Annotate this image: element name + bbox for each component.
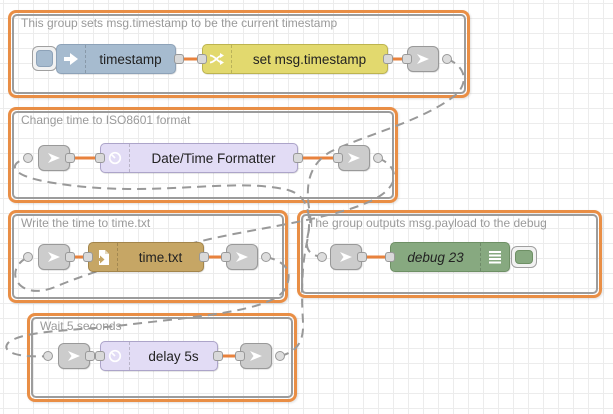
inject-arrow-icon [57,45,86,73]
link-port-g3-out[interactable] [261,252,271,262]
list-icon [480,243,509,271]
node-datetime-formatter[interactable]: Date/Time Formatter [100,143,298,173]
node-label: debug 23 [391,243,480,271]
port-datetime-out[interactable] [293,153,303,163]
node-file-time-txt[interactable]: time.txt [88,242,204,272]
clock-icon [101,144,130,172]
port-change-out[interactable] [383,54,393,64]
group-label: Change time to ISO8601 format [21,113,190,127]
group-label: Write the time to time.txt [21,216,150,230]
group-label: This group sets msg.timestamp to be the … [21,16,337,30]
link-out-icon [347,152,361,164]
link-port-g4-in[interactable] [317,252,327,262]
port-delay-in[interactable] [95,351,105,361]
group-label: The group outputs msg.payload to the deb… [308,216,547,230]
port-linkout-in[interactable] [402,54,412,64]
link-port-g5-in[interactable] [43,351,53,361]
link-out-icon [235,251,249,263]
node-label: Date/Time Formatter [130,144,297,172]
group-label: Wait 5 seconds [40,319,122,333]
clock-icon [101,342,130,370]
port-file-out[interactable] [199,252,209,262]
link-port-g2-in[interactable] [23,153,33,163]
link-port-g3-in[interactable] [23,252,33,262]
link-port-g2-out[interactable] [373,153,383,163]
port-delay-out[interactable] [213,351,223,361]
link-in-icon [47,251,61,263]
inject-button[interactable] [32,46,57,71]
node-delay-5s[interactable]: delay 5s [100,341,218,371]
port-linkout-in[interactable] [221,252,231,262]
link-out-icon [416,53,430,65]
port-change-in[interactable] [197,54,207,64]
port-debug-in[interactable] [385,252,395,262]
port-linkout-in[interactable] [333,153,343,163]
link-port-g5-out[interactable] [275,351,285,361]
node-debug-23[interactable]: debug 23 [390,242,510,272]
port-linkin-out[interactable] [85,351,95,361]
debug-toggle-face [515,250,533,264]
node-label: timestamp [86,45,175,73]
port-linkin-out[interactable] [65,252,75,262]
port-file-in[interactable] [83,252,93,262]
port-linkout-in[interactable] [235,351,245,361]
node-inject-timestamp[interactable]: timestamp [56,44,176,74]
node-label: delay 5s [130,342,217,370]
inject-button-face [36,50,53,67]
link-out-icon [249,350,263,362]
link-in-icon [67,350,81,362]
port-inject-out[interactable] [174,54,184,64]
link-port-g1-out[interactable] [442,54,452,64]
port-linkin-out[interactable] [357,252,367,262]
link-in-icon [339,251,353,263]
link-in-icon [47,152,61,164]
shuffle-icon [203,45,232,73]
node-change-set-timestamp[interactable]: set msg.timestamp [202,44,388,74]
node-label: time.txt [118,243,203,271]
port-linkin-out[interactable] [65,153,75,163]
file-out-icon [89,243,118,271]
node-label: set msg.timestamp [232,45,387,73]
port-datetime-in[interactable] [95,153,105,163]
debug-toggle-button[interactable] [511,246,537,268]
